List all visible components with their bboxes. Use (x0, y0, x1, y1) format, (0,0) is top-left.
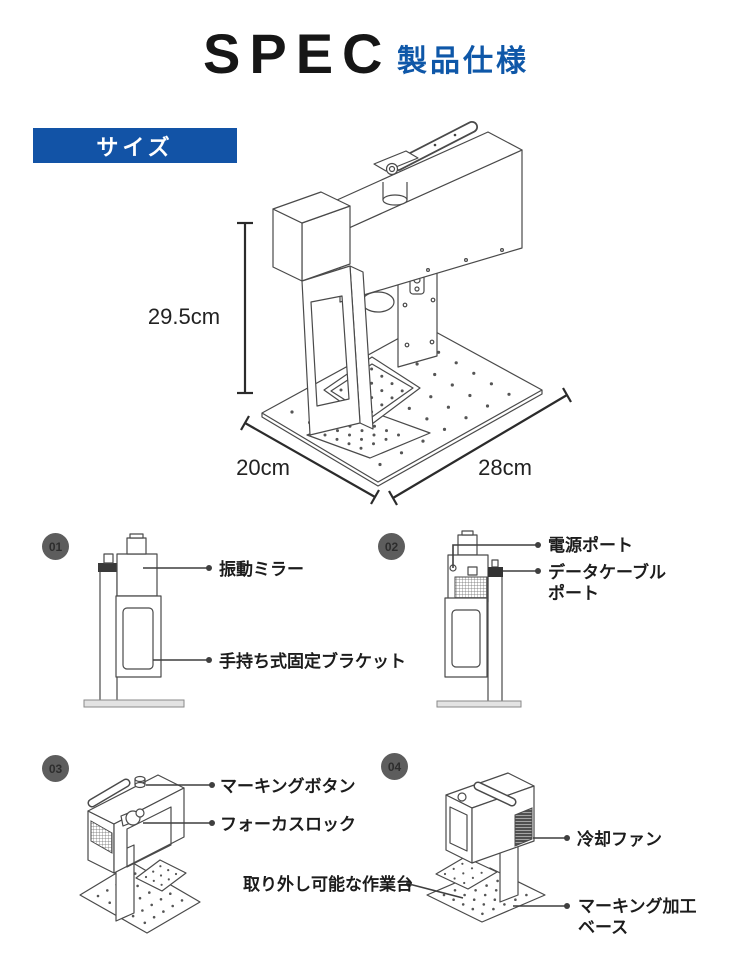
work-table-lower-holes (323, 420, 400, 450)
feature-02-illustration (436, 530, 541, 708)
feature-02-badge: 02 (378, 533, 405, 560)
button-leader (146, 782, 215, 788)
table-leader (406, 881, 464, 899)
height-dimension-label: 29.5cm (147, 304, 221, 329)
height-dimension-line (237, 221, 253, 395)
removable-table-label: 取り外し可能な作業台 (243, 875, 413, 894)
f4-handle (473, 781, 517, 807)
size-section-banner: サイズ (33, 128, 237, 163)
feature-04-badge: 04 (381, 753, 408, 780)
focus-lock-knob (120, 808, 145, 827)
focus-lock-label: フォーカスロック (220, 815, 356, 834)
feature-01-illustration (83, 533, 212, 708)
width-dimension-label: 28cm (478, 455, 532, 480)
feature-03-illustration (79, 774, 215, 934)
power-port-label: 電源ポート (548, 536, 633, 555)
data-cable-port-label: データケーブル ポート (548, 563, 666, 603)
feature-01-badge: 01 (42, 533, 69, 560)
depth-dimension-label: 20cm (236, 455, 290, 480)
lens-barrel (361, 291, 395, 313)
vibration-mirror-label: 振動ミラー (219, 560, 304, 579)
page-title: SPEC (203, 22, 392, 85)
marking-button (134, 775, 146, 789)
f3-handle (87, 778, 131, 808)
depth-dimension-line (240, 415, 380, 505)
mirror-leader (143, 565, 212, 571)
galvo-head (272, 191, 351, 282)
feature-row-2-illustrations (79, 772, 570, 934)
base-leader (513, 903, 570, 909)
feature-03-badge: 03 (42, 755, 69, 782)
f3-table-holes (144, 865, 178, 886)
fan-leader (533, 835, 570, 841)
bracket-leader (153, 657, 212, 663)
carry-handle (373, 121, 478, 206)
data-port-leader (503, 568, 541, 574)
page-subtitle: 製品仕様 (397, 45, 529, 78)
frame-front (301, 265, 361, 436)
cooling-fan-label: 冷却ファン (577, 830, 662, 849)
handheld-bracket-label: 手持ち式固定ブラケット (219, 652, 406, 671)
f4-table-holes (443, 862, 483, 885)
marking-base-label: マーキング加工 ベース (578, 897, 697, 937)
power-port-leader (452, 542, 541, 568)
focus-leader (143, 820, 215, 826)
marking-button-label: マーキングボタン (220, 777, 356, 796)
width-dimension-line (388, 387, 572, 506)
feature-row-1-illustrations (83, 530, 541, 708)
feature-04-illustration (426, 772, 570, 923)
machine-size-illustration (237, 121, 572, 506)
